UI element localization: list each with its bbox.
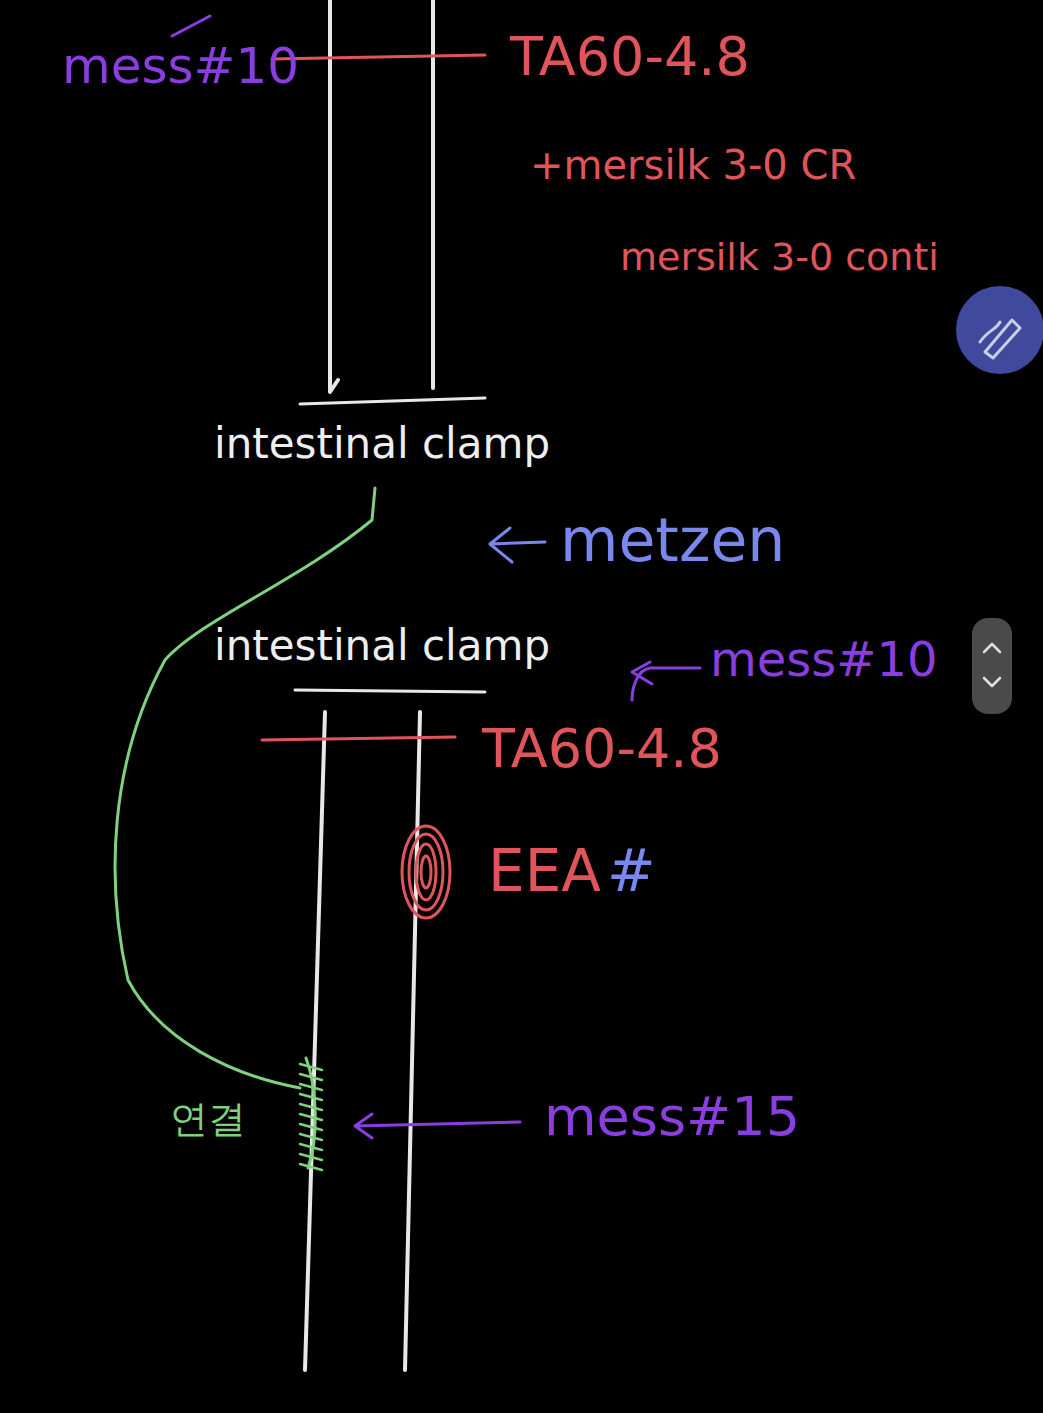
suture-stroke bbox=[300, 1074, 322, 1080]
suture-stroke bbox=[300, 1094, 322, 1100]
scroll-chevrons bbox=[984, 644, 1000, 686]
stapler-note: TA60-4.8 bbox=[480, 718, 724, 780]
eea-site bbox=[402, 826, 450, 918]
suture-hatch bbox=[300, 1064, 322, 1170]
stray-stroke bbox=[172, 16, 210, 36]
pointer-arrow bbox=[632, 662, 700, 700]
suture-stroke bbox=[300, 1134, 322, 1140]
clamp-label: intestinal clamp bbox=[212, 622, 552, 670]
pointer-arrow bbox=[490, 528, 545, 562]
suture-stroke bbox=[300, 1064, 322, 1070]
suture-stroke bbox=[300, 1084, 322, 1090]
connection-note: 연결 bbox=[168, 1098, 248, 1142]
stapler-note: TA60-4.8 bbox=[508, 26, 752, 88]
clamp-line bbox=[295, 690, 485, 692]
bowel-wall bbox=[431, 0, 435, 388]
connection-curve bbox=[115, 488, 375, 1088]
suture-note: +mersilk 3-0 CR bbox=[528, 142, 858, 188]
pen-button bbox=[956, 286, 1043, 374]
anastomosis-suture bbox=[306, 1058, 315, 1168]
bowel-wall bbox=[405, 712, 420, 1370]
pen-icon bbox=[980, 320, 1020, 358]
suture-stroke bbox=[300, 1164, 322, 1170]
clamp-line bbox=[300, 398, 485, 404]
suture-stroke bbox=[300, 1154, 322, 1160]
suture-note: mersilk 3-0 conti bbox=[618, 236, 941, 280]
instrument-note: mess#10 bbox=[60, 38, 301, 96]
suture-stroke bbox=[300, 1124, 322, 1130]
scroll-widget bbox=[972, 618, 1012, 714]
instrument-note: metzen bbox=[558, 506, 787, 575]
clamp-label: intestinal clamp bbox=[212, 420, 552, 468]
instrument-note: mess#15 bbox=[542, 1086, 802, 1148]
staple-line bbox=[272, 55, 485, 59]
suture-stroke bbox=[300, 1144, 322, 1150]
stapler-note: EEA bbox=[486, 838, 603, 905]
pointer-arrow bbox=[355, 1114, 520, 1138]
suture-stroke bbox=[300, 1114, 322, 1120]
bowel-wall bbox=[305, 712, 325, 1370]
suture-stroke bbox=[300, 1104, 322, 1110]
stapler-number-sign: # bbox=[605, 838, 658, 905]
staple-line bbox=[262, 737, 455, 740]
instrument-note: mess#10 bbox=[708, 632, 940, 687]
